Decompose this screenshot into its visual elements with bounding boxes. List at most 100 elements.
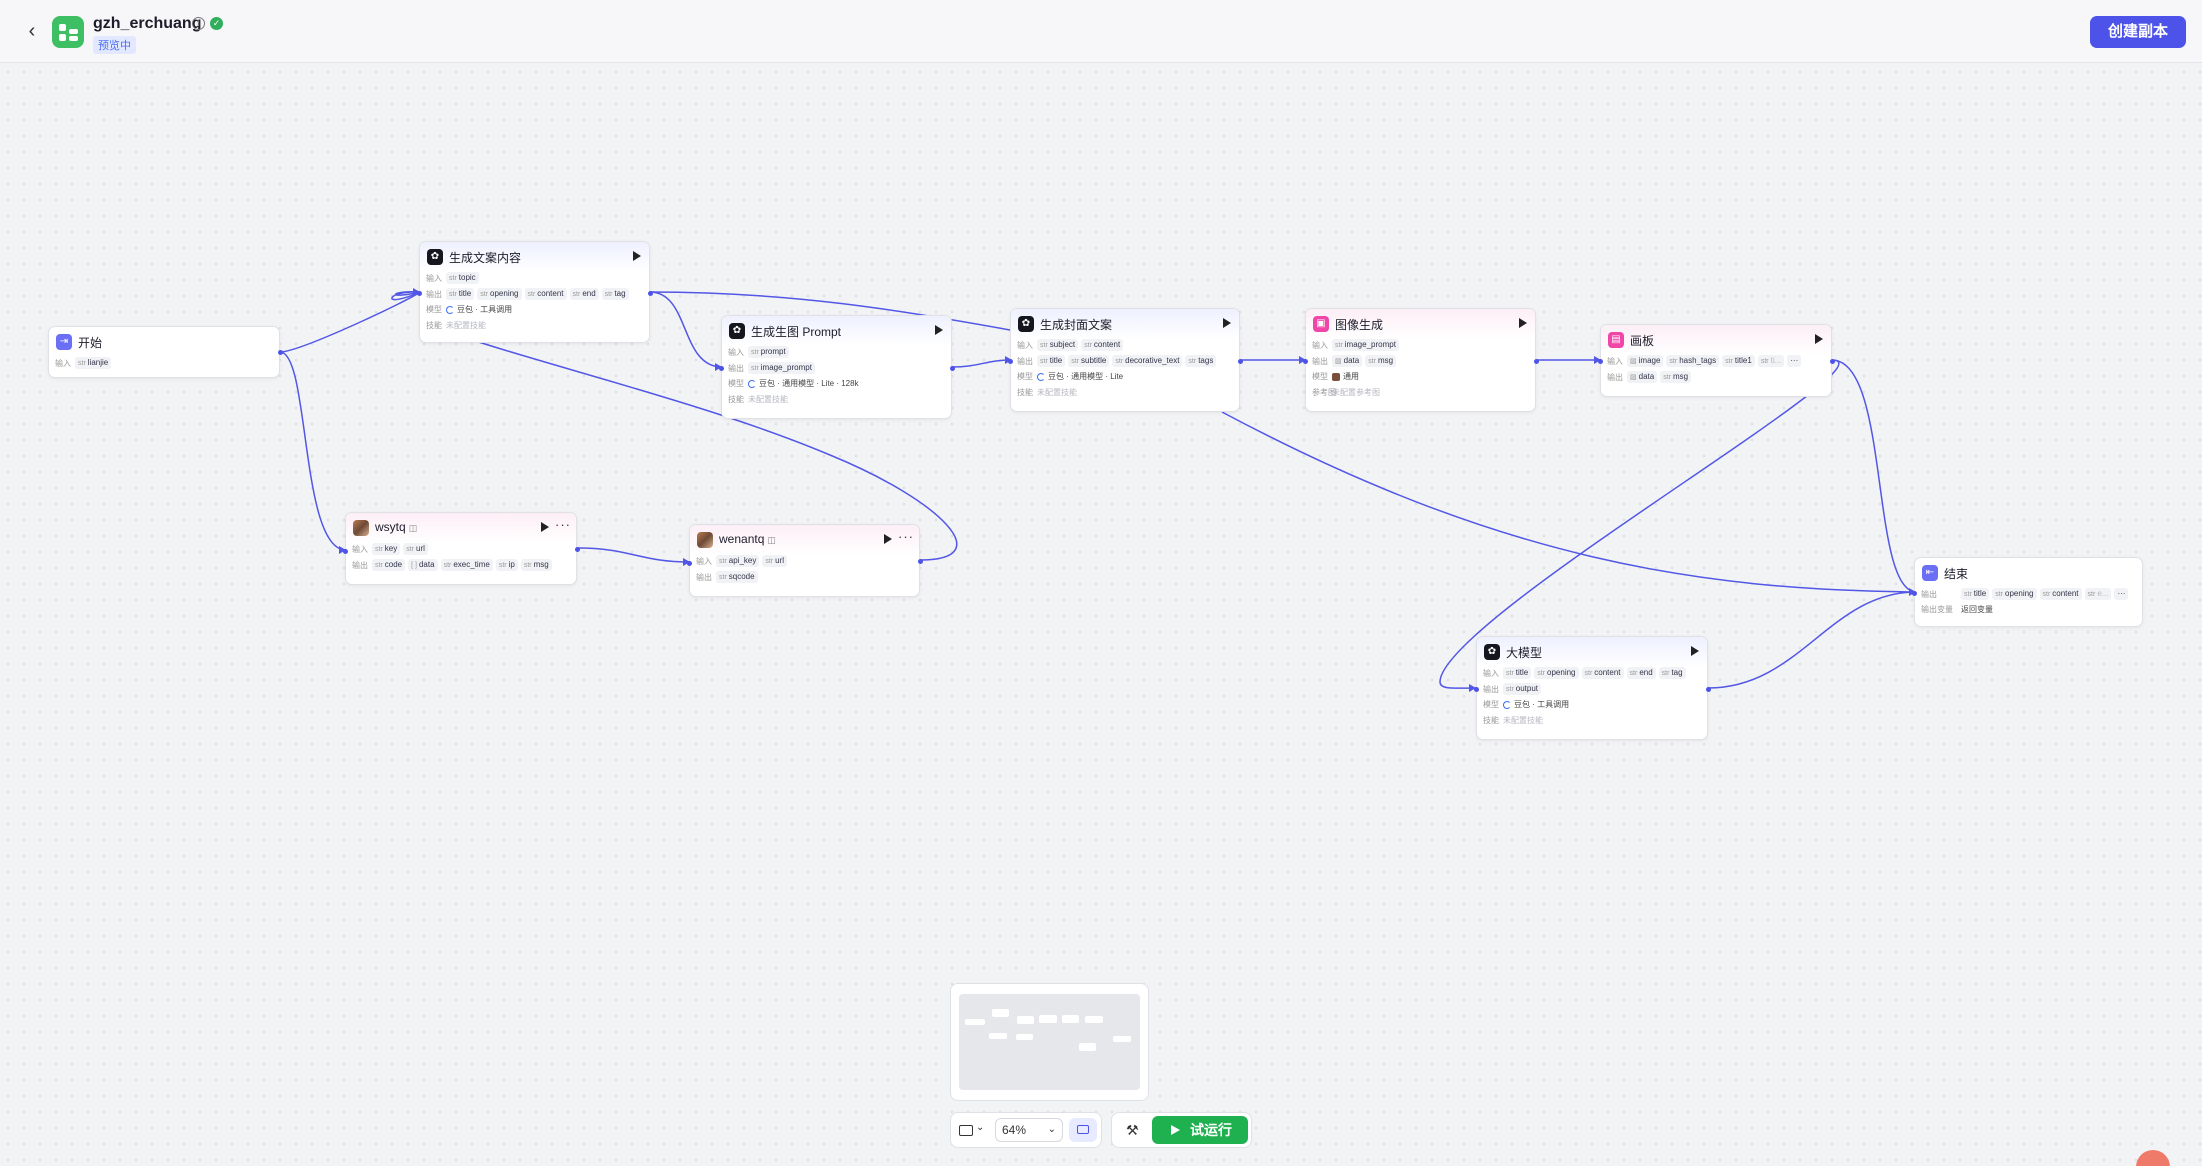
run-node-icon[interactable]: [1519, 318, 1527, 328]
row-label: 技能: [728, 395, 744, 404]
zoom-value: 64%: [1002, 1123, 1027, 1137]
output-port[interactable]: [950, 366, 955, 371]
output-port[interactable]: [648, 291, 653, 296]
row-label: 输出: [696, 572, 712, 582]
node-title: 大模型: [1506, 646, 1543, 660]
output-port[interactable]: [1238, 359, 1243, 364]
run-node-icon[interactable]: [633, 251, 641, 261]
model-name: 豆包 · 通用模型 · Lite: [1048, 372, 1124, 381]
row-label: 技能: [1483, 716, 1499, 725]
wrench-icon[interactable]: ⚒: [1126, 1122, 1139, 1138]
assistant-avatar[interactable]: [2136, 1150, 2170, 1166]
output-port[interactable]: [575, 547, 580, 552]
minimap-toggle-button[interactable]: [1069, 1118, 1097, 1142]
interaction-mode-icon[interactable]: [959, 1125, 973, 1136]
skill-text: 未配置技能: [1037, 388, 1077, 397]
row-label: 模型: [728, 379, 744, 388]
run-node-icon[interactable]: [1815, 334, 1823, 344]
chevron-down-icon[interactable]: ⌄: [976, 1122, 985, 1133]
row-label: 输入: [1483, 668, 1499, 678]
more-options-icon[interactable]: ···: [555, 517, 571, 532]
row-label: 输入: [696, 556, 712, 566]
run-node-icon[interactable]: [935, 325, 943, 335]
output-port[interactable]: [918, 559, 923, 564]
llm-icon: ✿: [729, 323, 745, 339]
llm-icon: ✿: [1018, 316, 1034, 332]
run-node-icon[interactable]: [1691, 646, 1699, 656]
edge-gencopy-loop: [391, 291, 421, 301]
model-name: 豆包 · 通用模型 · Lite · 128k: [759, 379, 859, 388]
run-node-icon[interactable]: [884, 534, 892, 544]
app-title: gzh_erchuang: [93, 15, 202, 32]
play-icon: [1171, 1125, 1180, 1135]
output-port[interactable]: [1706, 687, 1711, 692]
run-node-icon[interactable]: [541, 522, 549, 532]
reference-text: 未配置参考图: [1332, 388, 1380, 397]
row-label: 输出: [352, 560, 368, 570]
minimap-viewport[interactable]: [959, 994, 1140, 1090]
row-label: 输出: [1312, 356, 1328, 366]
plugin-avatar-icon: [353, 520, 369, 536]
create-copy-button[interactable]: 创建副本: [2090, 16, 2186, 48]
more-params-icon[interactable]: ···: [1787, 355, 1802, 367]
model-thumb-icon: [1332, 372, 1340, 381]
model-logo-icon: [748, 379, 756, 388]
llm-icon: ✿: [1484, 644, 1500, 660]
input-port[interactable]: [417, 291, 422, 296]
canvas-toolbar: ⌄ 64% ⌄: [950, 1112, 1102, 1148]
output-port[interactable]: [278, 350, 283, 355]
image-icon: ▣: [1313, 316, 1329, 332]
more-params-icon[interactable]: ···: [2114, 588, 2129, 600]
llm-icon: ✿: [427, 249, 443, 265]
row-label: 技能: [1017, 388, 1033, 397]
run-node-icon[interactable]: [1223, 318, 1231, 328]
skill-text: 未配置技能: [748, 395, 788, 404]
back-arrow-icon[interactable]: ‹: [28, 20, 36, 42]
plugin-avatar-icon: [697, 532, 713, 548]
input-port[interactable]: [719, 366, 724, 371]
zoom-select[interactable]: 64% ⌄: [995, 1118, 1063, 1142]
row-label: 输出: [1607, 372, 1623, 382]
input-port[interactable]: [1474, 687, 1479, 692]
edge-gencopy-cover: [649, 291, 1011, 331]
minimap[interactable]: [950, 983, 1149, 1101]
input-port[interactable]: [1008, 359, 1013, 364]
input-port[interactable]: [1598, 359, 1603, 364]
info-icon[interactable]: i: [192, 17, 205, 30]
row-label: 输入: [426, 273, 442, 283]
skill-text: 未配置技能: [446, 321, 486, 330]
output-port[interactable]: [1534, 359, 1539, 364]
input-port[interactable]: [343, 549, 348, 554]
input-port[interactable]: [1303, 359, 1308, 364]
edge-start-wsytq: [279, 351, 347, 551]
more-options-icon[interactable]: ···: [898, 529, 914, 544]
trial-run-button[interactable]: 试运行: [1152, 1116, 1248, 1144]
input-port[interactable]: [687, 561, 692, 566]
output-port[interactable]: [1830, 359, 1835, 364]
input-port[interactable]: [1912, 591, 1917, 596]
node-title: 开始: [78, 336, 103, 350]
